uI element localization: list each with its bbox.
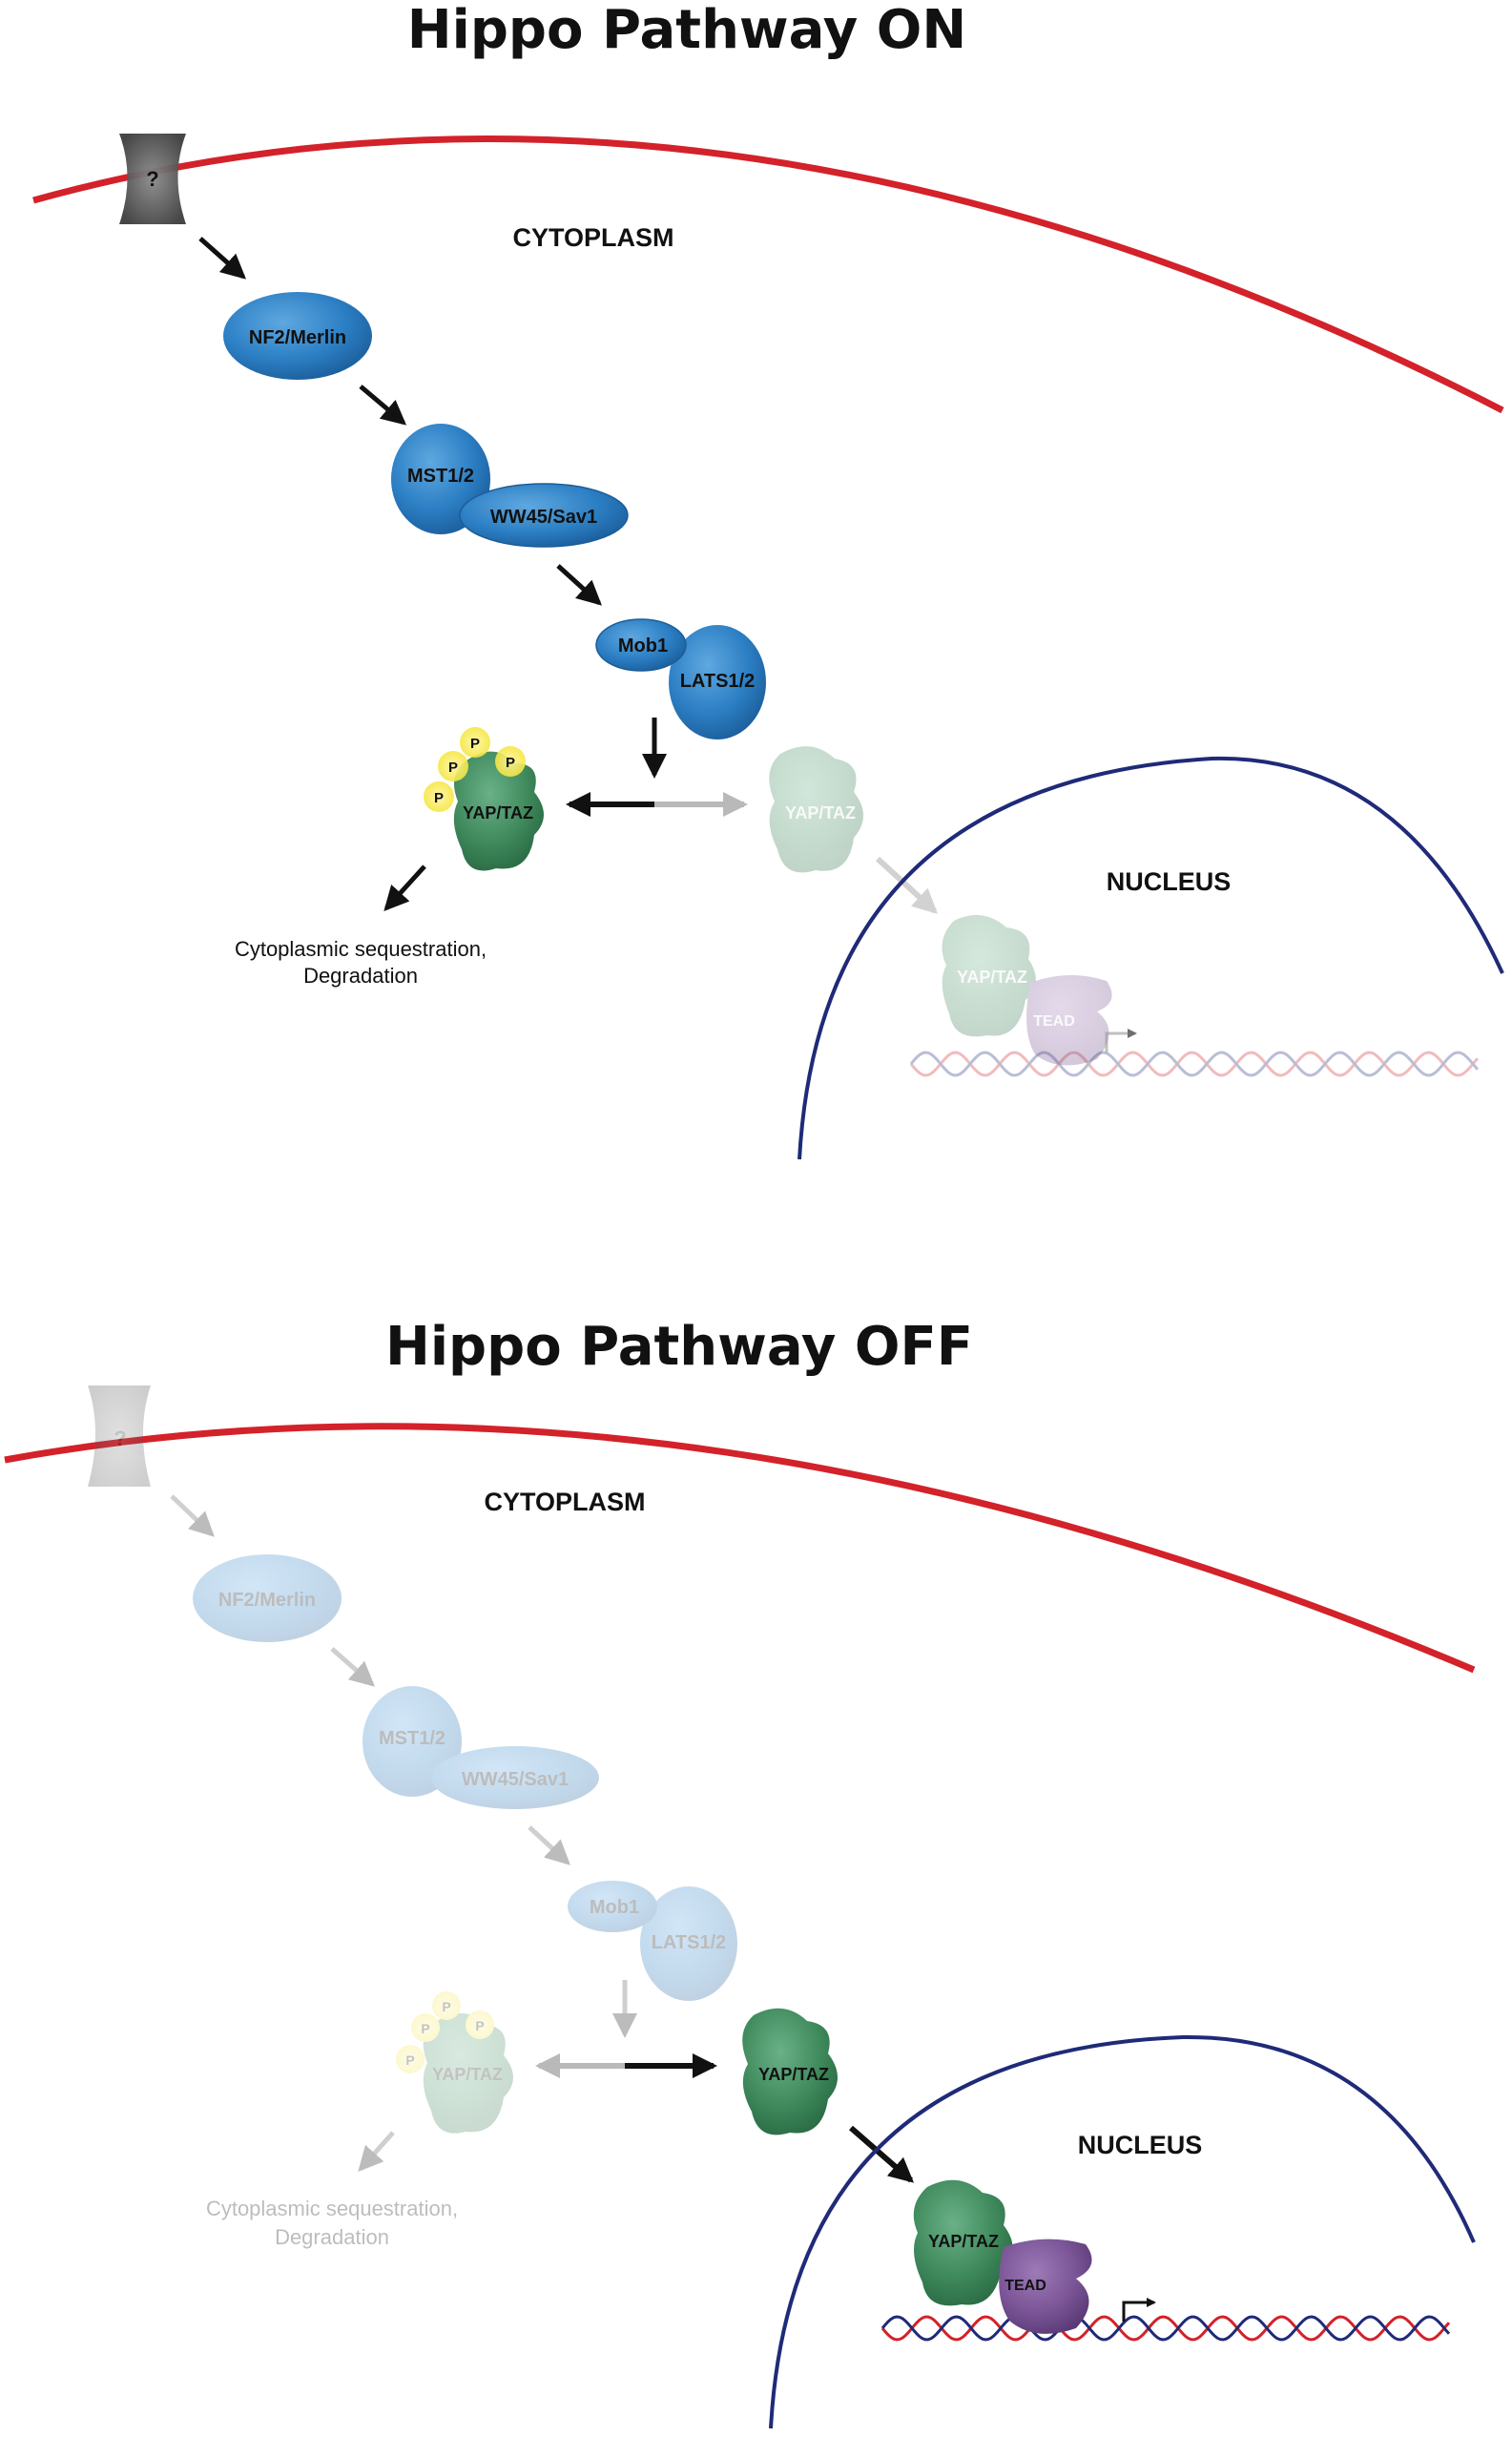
outcome-line1: Cytoplasmic sequestration,: [206, 2197, 458, 2220]
lats-protein: [640, 1886, 737, 2001]
ww45-label: WW45/Sav1: [490, 507, 597, 528]
arrow-mst-to-lats: [528, 1825, 570, 1865]
outcome-line1: Cytoplasmic sequestration,: [235, 937, 487, 961]
phospho-label: P: [448, 760, 458, 776]
panel-hippo-on: Hippo Pathway ON ? CYTOPLASM NF2/Merlin …: [32, 0, 1504, 1160]
lats-label: LATS1/2: [680, 671, 756, 692]
yap-taz-phosphorylated: YAP/TAZ: [453, 751, 544, 871]
yap-free-label: YAP/TAZ: [758, 2065, 829, 2084]
lats-protein: [669, 625, 766, 739]
outcome-line2: Degradation: [303, 964, 418, 988]
ww45-protein: [431, 1746, 599, 1809]
nucleus-label: NUCLEUS: [1107, 867, 1232, 896]
receptor-icon: ?: [88, 1385, 151, 1487]
phospho-label: P: [434, 790, 444, 806]
tead-label: TEAD: [1033, 1013, 1075, 1030]
yap-nuc-label: YAP/TAZ: [928, 2232, 999, 2251]
dna-helix: [909, 1051, 1480, 1077]
arrow-receptor-to-nf2: [170, 1494, 215, 1537]
arrow-into-nucleus: [849, 2125, 915, 2183]
plasma-membrane: [4, 1423, 1476, 1674]
nf2-merlin-protein: [193, 1554, 342, 1642]
arrow-to-degradation: [383, 864, 426, 911]
upstream-kinase-cascade-faded: NF2/Merlin MST1/2 WW45/Sav1 Mob1 LATS1/2: [170, 1494, 737, 2038]
yap-phos-label: YAP/TAZ: [432, 2065, 503, 2084]
yap-taz-free: YAP/TAZ: [742, 2008, 838, 2135]
arrow-nf2-to-mst: [330, 1647, 376, 1687]
dna-helix: [880, 2315, 1451, 2342]
phospho-label: P: [442, 1999, 450, 2014]
arrow-into-nucleus-faded: [875, 856, 938, 914]
nf2-label: NF2/Merlin: [249, 327, 346, 348]
panel-title: Hippo Pathway ON: [407, 0, 966, 61]
yap-free-label: YAP/TAZ: [785, 803, 856, 823]
tead-label: TEAD: [1005, 2278, 1046, 2294]
degradation-outcome-faded: Cytoplasmic sequestration, Degradation: [206, 2131, 458, 2249]
cytoplasm-label: CYTOPLASM: [484, 1488, 645, 1516]
nuclear-envelope: [797, 756, 1504, 1160]
arrow-mst-to-lats: [556, 564, 602, 606]
receptor-label: ?: [114, 1427, 126, 1450]
arrow-to-degradation: [358, 2131, 395, 2172]
mst-label: MST1/2: [407, 466, 474, 487]
transcription-start-icon: [1105, 1029, 1137, 1052]
phospho-label: P: [506, 755, 515, 771]
yap-phos-label: YAP/TAZ: [463, 803, 533, 823]
ww45-protein: [459, 483, 629, 548]
mob1-protein: [595, 618, 687, 672]
nuclear-envelope: [769, 2034, 1476, 2429]
transcription-start-icon: [1122, 2298, 1156, 2322]
nf2-label: NF2/Merlin: [218, 1590, 316, 1611]
arrow-nf2-to-mst: [359, 385, 407, 426]
phospho-label: P: [421, 2021, 429, 2036]
yap-tead-complex-faded: YAP/TAZ TEAD: [942, 914, 1112, 1066]
nf2-merlin-protein: [223, 292, 372, 380]
yap-taz-free-faded: YAP/TAZ: [769, 746, 863, 873]
mob1-label: Mob1: [618, 635, 668, 656]
mob1-label: Mob1: [590, 1897, 639, 1918]
phospho-label: P: [405, 2052, 414, 2068]
cytoplasm-label: CYTOPLASM: [512, 223, 673, 252]
lats-label: LATS1/2: [652, 1932, 727, 1953]
outcome-line2: Degradation: [275, 2225, 389, 2249]
phospho-label: P: [475, 2018, 484, 2033]
arrow-receptor-to-nf2: [198, 237, 246, 280]
phospho-label: P: [470, 736, 480, 752]
plasma-membrane: [32, 135, 1504, 414]
panel-title: Hippo Pathway OFF: [385, 1316, 973, 1378]
nucleus-label: NUCLEUS: [1078, 2131, 1203, 2159]
ww45-label: WW45/Sav1: [462, 1769, 569, 1790]
phospho-star-icon: P P P P: [424, 727, 526, 812]
receptor-label: ?: [146, 167, 158, 191]
yap-nuc-label: YAP/TAZ: [957, 968, 1027, 987]
mst-label: MST1/2: [379, 1728, 445, 1749]
receptor-icon: ?: [119, 134, 186, 224]
yap-taz-phosphorylated-faded: YAP/TAZ P P P P: [396, 1991, 513, 2134]
mob1-protein: [568, 1881, 657, 1932]
yap-tead-complex: YAP/TAZ TEAD: [913, 2179, 1092, 2334]
panel-hippo-off: Hippo Pathway OFF ? CYTOPLASM NF2/Merlin…: [4, 1316, 1476, 2429]
